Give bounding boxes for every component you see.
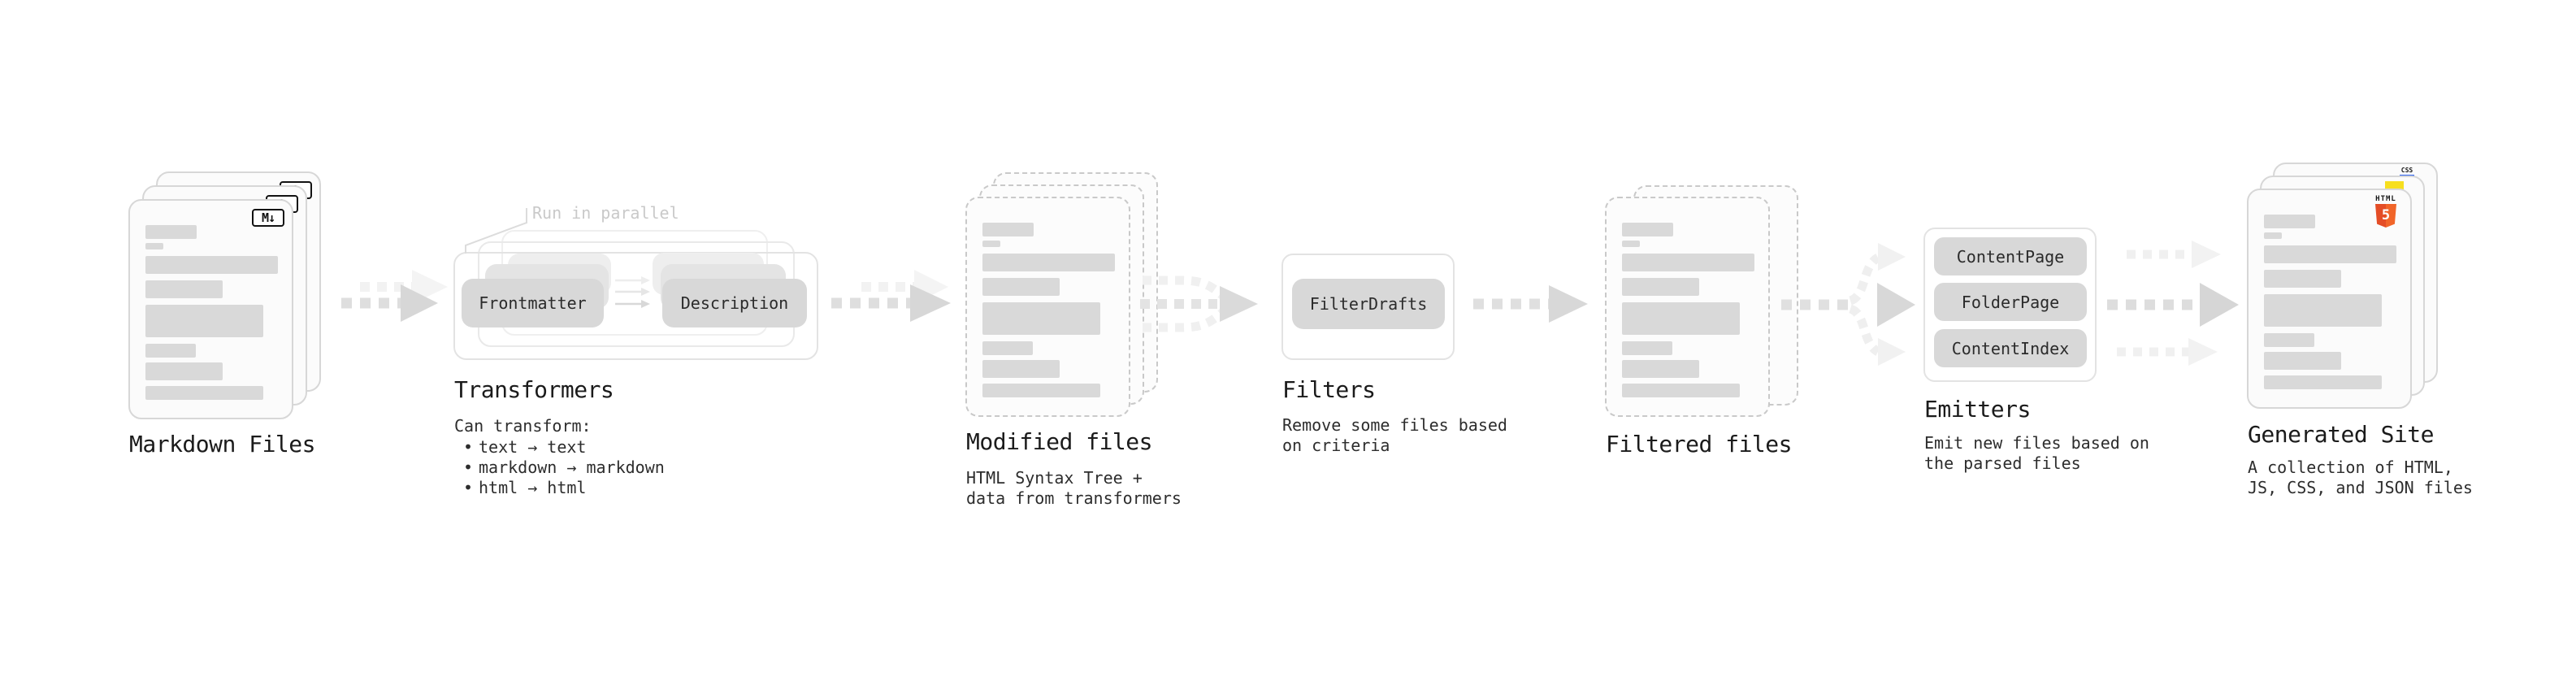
emitters-description: Emit new files based on the parsed files bbox=[1924, 433, 2149, 473]
document-skeleton-lines bbox=[967, 198, 1129, 397]
bullet-text: text → text bbox=[479, 437, 587, 457]
emitter-box-folderpage: FolderPage bbox=[1934, 283, 2087, 321]
text-line-placeholder bbox=[982, 241, 1000, 247]
bullet-marker: • bbox=[463, 437, 474, 457]
flow-arrow-markdown-to-transformers bbox=[341, 270, 448, 322]
text-line-placeholder bbox=[982, 278, 1060, 296]
text-line-placeholder bbox=[2264, 333, 2314, 347]
transformers-title: Transformers bbox=[454, 376, 614, 403]
text-line-placeholder bbox=[982, 384, 1100, 397]
text-line-placeholder bbox=[145, 305, 263, 337]
text-line-placeholder bbox=[145, 362, 223, 380]
text-line-placeholder bbox=[1622, 384, 1740, 397]
transformer-box-frontmatter: Frontmatter bbox=[462, 279, 604, 327]
text-line-placeholder bbox=[982, 360, 1060, 378]
filter-box-filterdrafts: FilterDrafts bbox=[1292, 279, 1445, 329]
text-line-placeholder bbox=[982, 223, 1034, 236]
text-line-placeholder bbox=[2264, 294, 2382, 327]
markdown-file-card-front: M↓ bbox=[128, 199, 293, 419]
css-icon-label: CSS bbox=[2400, 167, 2413, 174]
text-line-placeholder bbox=[982, 254, 1115, 271]
html5-icon: HTML 5 bbox=[2371, 195, 2400, 228]
run-in-parallel-annotation: Run in parallel bbox=[532, 203, 679, 223]
filters-title: Filters bbox=[1282, 376, 1376, 403]
text-line-placeholder bbox=[1622, 302, 1740, 335]
text-line-placeholder bbox=[1622, 241, 1640, 247]
bullet-marker: • bbox=[463, 458, 474, 477]
flow-arrow-transformers-to-modified bbox=[831, 270, 951, 322]
text-line-placeholder bbox=[145, 256, 278, 274]
transformer-step-arrows bbox=[615, 276, 650, 308]
filtered-files-title: Filtered files bbox=[1606, 431, 1793, 458]
bullet-item: • text → text bbox=[463, 437, 665, 458]
markdown-icon: M↓ bbox=[252, 209, 284, 227]
text-line-placeholder bbox=[2264, 215, 2315, 228]
text-line-placeholder bbox=[145, 386, 263, 400]
bullet-text: html → html bbox=[479, 478, 587, 497]
text-line-placeholder bbox=[1622, 254, 1754, 271]
emitter-box-contentindex: ContentIndex bbox=[1934, 329, 2087, 367]
bullet-item: • markdown → markdown bbox=[463, 458, 665, 478]
transformer-box-label: Frontmatter bbox=[479, 293, 587, 313]
document-skeleton-lines bbox=[1607, 198, 1768, 397]
html5-icon-number: 5 bbox=[2381, 207, 2391, 223]
flow-arrow-filtered-to-emitters bbox=[1781, 243, 1915, 366]
text-line-placeholder bbox=[1622, 278, 1699, 296]
transformer-panel-front bbox=[453, 252, 818, 360]
document-skeleton-lines bbox=[130, 201, 292, 400]
text-line-placeholder bbox=[145, 344, 196, 358]
text-line-placeholder bbox=[145, 243, 163, 249]
transformers-bullet-list: • text → text • markdown → markdown • ht… bbox=[463, 437, 665, 498]
document-skeleton-lines bbox=[2249, 190, 2410, 389]
modified-files-title: Modified files bbox=[966, 428, 1153, 455]
text-line-placeholder bbox=[2264, 270, 2341, 288]
text-line-placeholder bbox=[1622, 223, 1673, 236]
text-line-placeholder bbox=[1622, 360, 1699, 378]
filtered-file-card-front bbox=[1605, 197, 1770, 417]
text-line-placeholder bbox=[982, 341, 1033, 355]
html5-icon-shield: 5 bbox=[2375, 204, 2396, 228]
transformer-box-label: Description bbox=[680, 293, 789, 313]
transformer-box-description: Description bbox=[662, 279, 807, 327]
bullet-text: markdown → markdown bbox=[479, 458, 665, 477]
bullet-item: • html → html bbox=[463, 478, 665, 498]
generated-site-description: A collection of HTML, JS, CSS, and JSON … bbox=[2248, 458, 2473, 497]
annotation-leader-line bbox=[465, 208, 527, 254]
text-line-placeholder bbox=[982, 302, 1100, 335]
text-line-placeholder bbox=[1622, 341, 1672, 355]
emitter-box-contentpage: ContentPage bbox=[1934, 237, 2087, 275]
text-line-placeholder bbox=[145, 225, 197, 239]
markdown-icon-label: M↓ bbox=[261, 210, 275, 225]
text-line-placeholder bbox=[2264, 375, 2382, 389]
generated-site-title: Generated Site bbox=[2248, 421, 2435, 448]
flow-arrow-modified-to-filters bbox=[1140, 275, 1258, 332]
modified-files-description: HTML Syntax Tree + data from transformer… bbox=[966, 468, 1182, 508]
text-line-placeholder bbox=[2264, 245, 2396, 263]
text-line-placeholder bbox=[2264, 232, 2282, 239]
flow-arrow-filters-to-filtered bbox=[1473, 285, 1588, 323]
generated-file-card-html: HTML 5 bbox=[2247, 189, 2412, 409]
emitter-box-label: ContentPage bbox=[1956, 246, 2065, 267]
text-line-placeholder bbox=[2264, 352, 2341, 370]
text-line-placeholder bbox=[145, 280, 223, 298]
modified-file-card-front bbox=[965, 197, 1130, 417]
flow-arrow-emitters-to-generated bbox=[2107, 241, 2239, 366]
bullet-marker: • bbox=[463, 478, 474, 497]
emitters-title: Emitters bbox=[1924, 396, 2031, 423]
html5-icon-label: HTML bbox=[2375, 195, 2396, 203]
filter-box-label: FilterDrafts bbox=[1309, 294, 1428, 314]
emitter-box-label: FolderPage bbox=[1961, 292, 2060, 312]
filters-description: Remove some files based on criteria bbox=[1282, 415, 1507, 455]
markdown-files-title: Markdown Files bbox=[129, 431, 316, 458]
emitter-box-label: ContentIndex bbox=[1951, 338, 2070, 358]
transformers-description-heading: Can transform: bbox=[454, 416, 592, 436]
